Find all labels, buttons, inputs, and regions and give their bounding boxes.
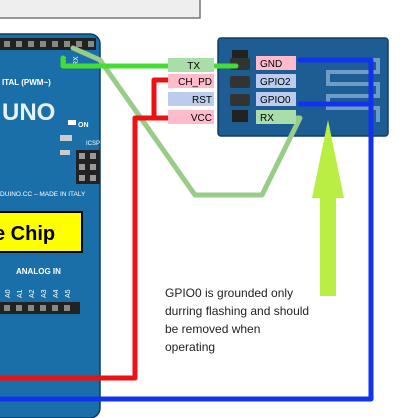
note-text: GPIO0 is grounded only durring flashing … bbox=[165, 286, 309, 354]
board-pin-label-rx: RX bbox=[73, 56, 80, 66]
analog-pin-a4: A4 bbox=[53, 289, 60, 298]
wires bbox=[0, 45, 374, 402]
board-icsp-label: ICSP bbox=[86, 141, 100, 147]
analog-pin-a0: A0 bbox=[5, 289, 12, 298]
esp-module bbox=[217, 37, 389, 137]
note-line-1: GPIO0 is grounded only bbox=[165, 286, 293, 300]
note-line-2: durring flashing and should bbox=[165, 304, 309, 318]
label-ch-pd: CH_PD bbox=[178, 77, 212, 88]
board-made-in-label: DUINO.CC – MADE IN ITALY bbox=[0, 191, 86, 198]
note-line-3: be removed when bbox=[165, 322, 260, 336]
module-labels: GND GPIO2 GPIO0 RX bbox=[256, 56, 296, 124]
label-gpio0: GPIO0 bbox=[260, 95, 291, 106]
label-rst: RST bbox=[192, 95, 212, 106]
board-on-label: ON bbox=[78, 122, 89, 129]
label-rx: RX bbox=[260, 113, 274, 124]
left-labels: TX CH_PD RST VCC bbox=[168, 58, 214, 124]
analog-pin-a5: A5 bbox=[65, 289, 72, 298]
gnd-wire bbox=[0, 57, 374, 402]
gpio0-arrow bbox=[312, 120, 344, 296]
analog-pin-a2: A2 bbox=[29, 289, 36, 298]
label-vcc: VCC bbox=[191, 113, 212, 124]
analog-pin-a3: A3 bbox=[41, 289, 48, 298]
analog-pin-a1: A1 bbox=[17, 289, 24, 298]
arduino-board: TX RX ITAL (PWM~) UNO ON ICSP DUINO.CC –… bbox=[0, 33, 101, 418]
label-tx: TX bbox=[187, 61, 200, 72]
label-gpio2: GPIO2 bbox=[260, 77, 291, 88]
chip-label: e Chip bbox=[0, 223, 55, 245]
note-line-4: operating bbox=[165, 340, 215, 354]
window-fragment bbox=[0, 0, 201, 19]
chpd-wire bbox=[151, 77, 171, 121]
label-gnd: GND bbox=[260, 59, 282, 70]
board-digital-label: ITAL (PWM~) bbox=[2, 78, 51, 87]
board-uno-label: UNO bbox=[2, 99, 55, 126]
board-analog-label: ANALOG IN bbox=[16, 267, 61, 276]
